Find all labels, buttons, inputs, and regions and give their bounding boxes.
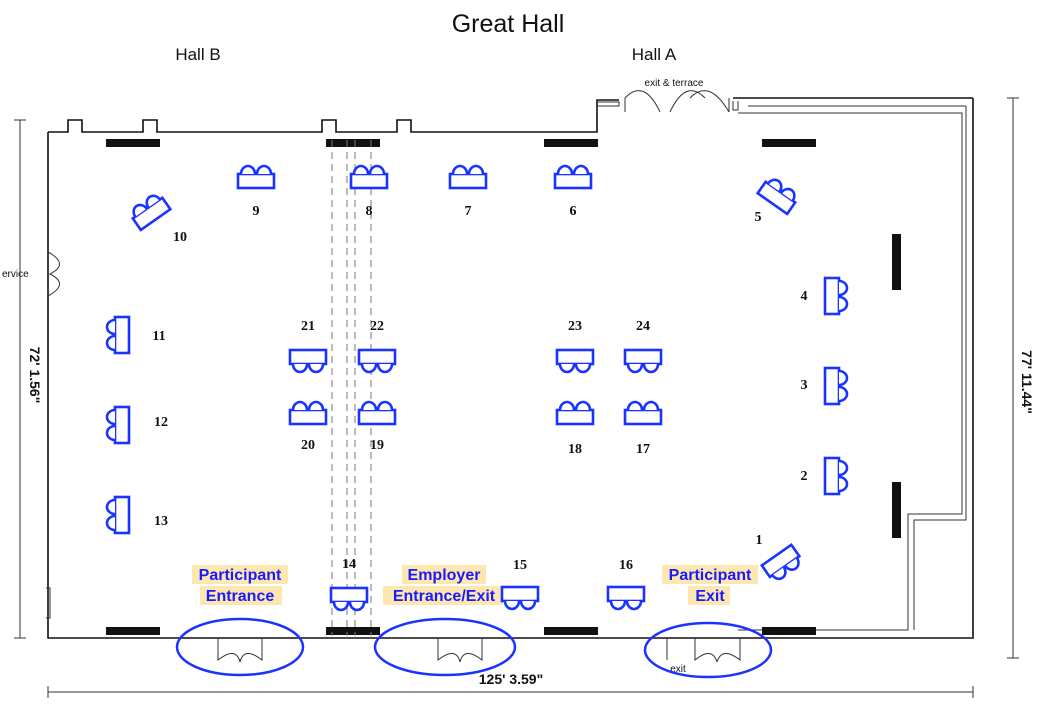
- table-12-shape: [105, 405, 131, 445]
- table-11[interactable]: 11: [105, 315, 166, 355]
- exit-participant-line2: Exit: [695, 588, 725, 605]
- table-15-number: 15: [513, 558, 527, 573]
- table-1-shape: [760, 542, 802, 581]
- table-3[interactable]: 3: [801, 366, 849, 406]
- table-21-number: 21: [301, 319, 315, 334]
- table-17[interactable]: 17: [623, 400, 663, 457]
- table-9-shape: [236, 164, 276, 190]
- table-4-number: 4: [801, 289, 808, 304]
- table-22[interactable]: 22: [357, 319, 397, 374]
- table-3-number: 3: [801, 378, 808, 393]
- table-10-number: 10: [173, 230, 187, 245]
- table-18-shape: [555, 400, 595, 426]
- table-2[interactable]: 2: [801, 456, 849, 496]
- table-19[interactable]: 19: [357, 400, 397, 453]
- table-1[interactable]: 1: [756, 533, 804, 583]
- partition-lines: [331, 140, 372, 636]
- service-label: ervice: [2, 269, 29, 280]
- table-22-shape: [357, 348, 397, 374]
- right-height-dimension: 77' 11.44": [1019, 350, 1035, 414]
- table-11-shape: [105, 315, 131, 355]
- table-10[interactable]: 10: [128, 191, 187, 245]
- table-5[interactable]: 5: [755, 175, 800, 225]
- table-18[interactable]: 18: [555, 400, 595, 457]
- table-6-number: 6: [570, 204, 577, 219]
- table-23-shape: [555, 348, 595, 374]
- table-15[interactable]: 15: [500, 558, 540, 611]
- table-2-number: 2: [801, 469, 808, 484]
- table-12-number: 12: [154, 415, 168, 430]
- table-9[interactable]: 9: [236, 164, 276, 219]
- terrace-label: exit & terrace: [645, 78, 704, 89]
- terrace-doors: [624, 90, 730, 113]
- service-door: [47, 251, 60, 297]
- table-6-shape: [553, 164, 593, 190]
- table-5-number: 5: [755, 210, 762, 225]
- table-23-number: 23: [568, 319, 582, 334]
- table-2-shape: [823, 456, 849, 496]
- table-14-shape: [329, 586, 369, 612]
- table-11-number: 11: [152, 329, 165, 344]
- width-dimension: 125' 3.59": [479, 671, 543, 687]
- exit-label: exit: [670, 664, 686, 675]
- table-23[interactable]: 23: [555, 319, 595, 374]
- table-7-shape: [448, 164, 488, 190]
- table-20-number: 20: [301, 438, 315, 453]
- table-19-number: 19: [370, 438, 384, 453]
- dimension-lines: [14, 97, 1019, 698]
- table-24[interactable]: 24: [623, 319, 663, 374]
- table-16-number: 16: [619, 558, 633, 573]
- wall-panels: [106, 139, 901, 635]
- table-15-shape: [500, 585, 540, 611]
- table-8-shape: [349, 164, 389, 190]
- table-9-number: 9: [253, 204, 260, 219]
- table-19-shape: [357, 400, 397, 426]
- entrance-employer[interactable]: Employer Entrance/Exit: [373, 565, 517, 677]
- table-17-number: 17: [636, 442, 650, 457]
- table-18-number: 18: [568, 442, 582, 457]
- table-13-number: 13: [154, 514, 168, 529]
- table-21-shape: [288, 348, 328, 374]
- entrance-participant-line2: Entrance: [206, 588, 275, 605]
- table-8-number: 8: [366, 204, 373, 219]
- page-title: Great Hall: [452, 10, 565, 38]
- table-12[interactable]: 12: [105, 405, 168, 445]
- table-24-number: 24: [636, 319, 650, 334]
- hall-a-label: Hall A: [632, 45, 677, 64]
- table-16-shape: [606, 585, 646, 611]
- table-5-shape: [755, 178, 797, 216]
- table-17-shape: [623, 400, 663, 426]
- table-24-shape: [623, 348, 663, 374]
- table-8[interactable]: 8: [349, 164, 389, 219]
- table-16[interactable]: 16: [606, 558, 646, 611]
- bottom-doors: [217, 638, 741, 663]
- table-13[interactable]: 13: [105, 495, 168, 535]
- table-4[interactable]: 4: [801, 276, 849, 316]
- hall-b-label: Hall B: [175, 45, 220, 64]
- table-1-number: 1: [756, 533, 763, 548]
- entrance-employer-line1: Employer: [408, 567, 481, 584]
- exit-participant[interactable]: Participant Exit: [643, 565, 773, 679]
- table-14[interactable]: 14: [329, 557, 369, 612]
- table-3-shape: [823, 366, 849, 406]
- left-height-dimension: 72' 1.56": [27, 347, 43, 404]
- entrance-participant[interactable]: Participant Entrance: [175, 565, 305, 677]
- table-7[interactable]: 7: [448, 164, 488, 219]
- table-13-shape: [105, 495, 131, 535]
- table-20[interactable]: 20: [288, 400, 328, 453]
- table-14-number: 14: [342, 557, 356, 572]
- table-4-shape: [823, 276, 849, 316]
- exit-participant-line1: Participant: [669, 567, 752, 584]
- table-6[interactable]: 6: [553, 164, 593, 219]
- table-10-shape: [131, 194, 173, 232]
- table-20-shape: [288, 400, 328, 426]
- entrance-employer-line2: Entrance/Exit: [393, 588, 496, 605]
- table-21[interactable]: 21: [288, 319, 328, 374]
- table-22-number: 22: [370, 319, 384, 334]
- table-7-number: 7: [465, 204, 472, 219]
- entrance-participant-line1: Participant: [199, 567, 282, 584]
